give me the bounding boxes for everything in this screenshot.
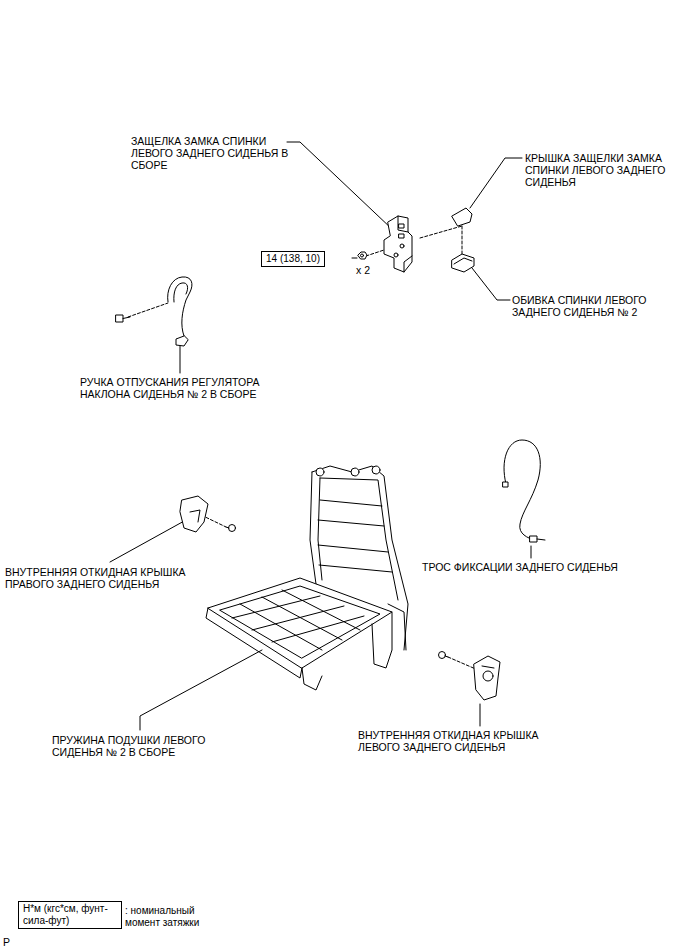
back-trim: [452, 254, 474, 272]
legend-sample-box: Н*м (кгс*см, фунт-сила-фут): [18, 901, 122, 929]
box-text: Н*м (кгс*см, фунт-сила-фут): [23, 903, 117, 927]
box-text: 14 (138, 10): [266, 253, 320, 265]
quantity-note: x 2: [356, 264, 370, 276]
leader-line: [480, 704, 481, 726]
part-name: ЗАЩЕЛКА ЗАМКА СПИНКИ ЛЕВОГО ЗАДНЕГО СИДЕ…: [131, 135, 291, 171]
leader-line: [140, 650, 262, 730]
nut: [358, 252, 367, 259]
bolt: [116, 315, 130, 322]
legend-text: : номинальный момент затяжки: [125, 905, 215, 929]
leader-line: [352, 258, 357, 259]
screw: [439, 652, 449, 659]
leader-line: [110, 520, 186, 562]
lock-cable: [503, 440, 545, 542]
release-strap: [168, 277, 192, 346]
part-name: ВНУТРЕННЯЯ ОТКИДНАЯ КРЫШКА ЛЕВОГО ЗАДНЕГ…: [358, 729, 554, 753]
part-name: КРЫШКА ЗАЩЕЛКИ ЗАМКА СПИНКИ ЛЕВОГО ЗАДНЕ…: [525, 152, 677, 188]
leader-line: [287, 142, 393, 230]
part-name: ПРУЖИНА ПОДУШКИ ЛЕВОГО СИДЕНЬЯ № 2 В СБО…: [52, 734, 220, 758]
part-name: ТРОС ФИКСАЦИИ ЗАДНЕГО СИДЕНЬЯ: [422, 561, 618, 573]
leader-line: [180, 346, 181, 373]
part-name: ВНУТРЕННЯЯ ОТКИДНАЯ КРЫШКА ПРАВОГО ЗАДНЕ…: [5, 566, 201, 590]
left-cover: [474, 656, 500, 700]
screw: [226, 525, 236, 532]
part-name: ОБИВКА СПИНКИ ЛЕВОГО ЗАДНЕГО СИДЕНЬЯ № 2: [512, 294, 684, 318]
seat-frame: [206, 466, 408, 690]
latch-assembly: [384, 216, 412, 272]
leader-line: [470, 158, 522, 208]
assembly-line: [128, 226, 478, 670]
right-cover: [180, 496, 208, 532]
figure-code: P: [3, 936, 10, 948]
leader-line: [472, 268, 510, 300]
part-name: РУЧКА ОТПУСКАНИЯ РЕГУЛЯТОРА НАКЛОНА СИДЕ…: [80, 376, 280, 400]
torque-box: 14 (138, 10): [261, 251, 325, 267]
leader-line: [531, 546, 532, 558]
latch-cover: [452, 208, 472, 226]
